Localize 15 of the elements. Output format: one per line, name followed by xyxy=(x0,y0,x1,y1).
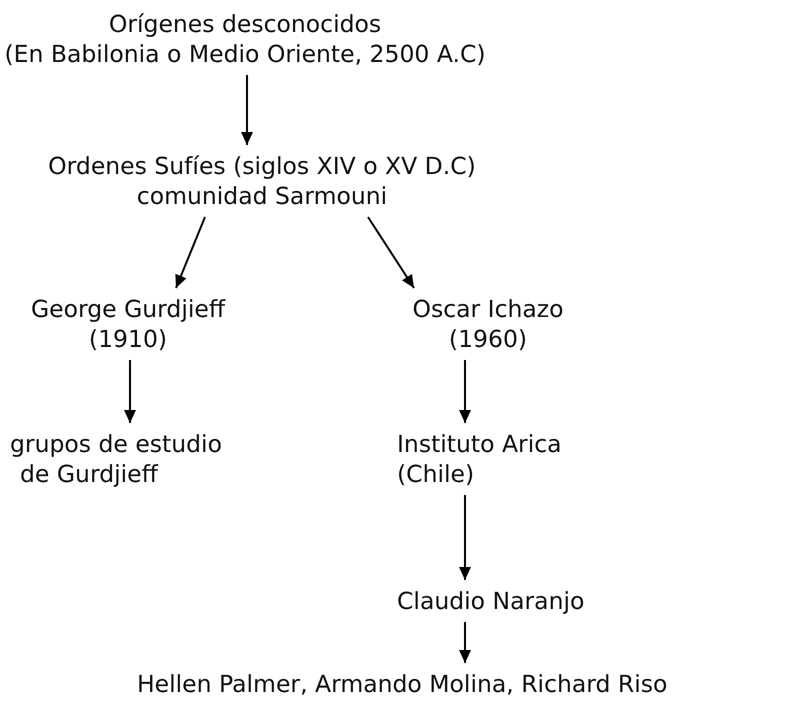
node-text: Ordenes Sufíes (siglos XIV o XV D.C) comunidad Sarmouni xyxy=(48,145,476,217)
arrow xyxy=(124,360,136,423)
arrow xyxy=(241,75,253,145)
arrow xyxy=(367,216,415,289)
node-text: grupos de estudio de Gurdjieff xyxy=(10,423,222,495)
node-text: Hellen Palmer, Armando Molina, Richard Riso xyxy=(137,663,668,705)
arrow xyxy=(459,622,471,663)
arrow xyxy=(459,495,471,580)
node-text: Orígenes desconocidos (En Babilonia o Medio Oriente, 2500 A.C) xyxy=(4,3,486,75)
arrow xyxy=(459,360,471,423)
node-text: George Gurdjieff (1910) xyxy=(30,288,226,360)
node-text: Instituto Arica (Chile) xyxy=(397,423,562,495)
node-text: Claudio Naranjo xyxy=(397,580,584,622)
arrow xyxy=(175,216,206,288)
node-text: Oscar Ichazo (1960) xyxy=(412,288,564,360)
